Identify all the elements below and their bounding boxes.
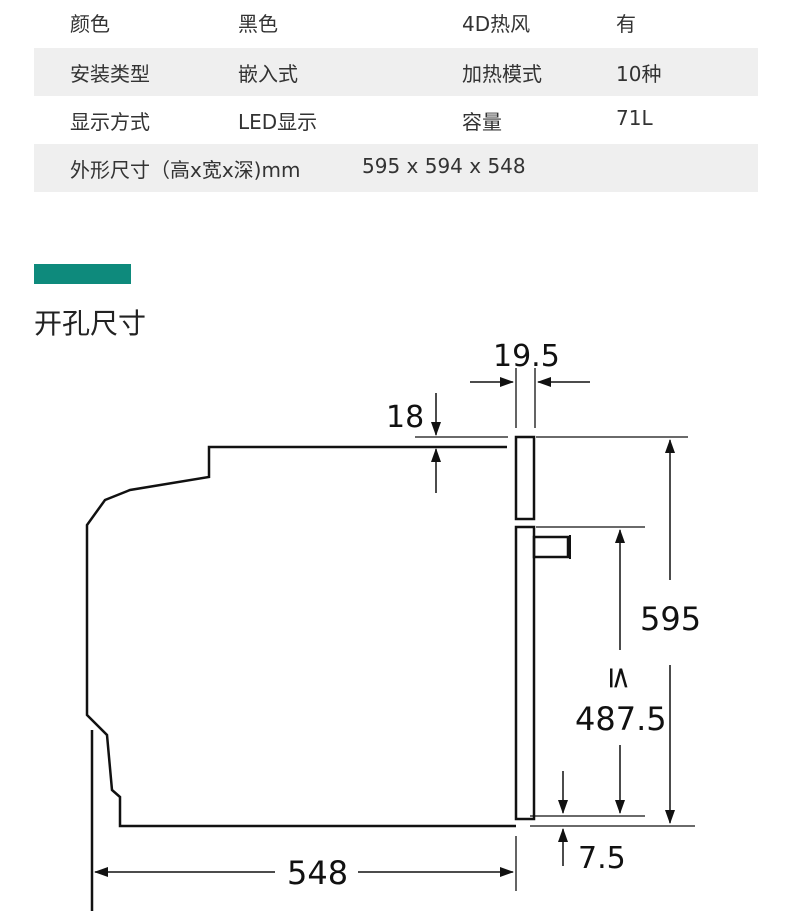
spec-value: 黑色	[238, 12, 278, 36]
spec-value: 有	[616, 12, 636, 36]
dim-label-7-5: 7.5	[578, 841, 626, 876]
spec-label: 容量	[462, 110, 502, 134]
spec-value: 10种	[616, 62, 662, 86]
section-accent-bar	[34, 264, 131, 284]
spec-label: 加热模式	[462, 62, 542, 86]
dim-label-18: 18	[386, 400, 424, 435]
spec-value: 嵌入式	[238, 62, 298, 86]
spec-label: 4D热风	[462, 12, 531, 36]
door-upper-panel	[514, 435, 536, 521]
spec-label: 颜色	[70, 12, 110, 36]
spec-value: LED显示	[238, 110, 318, 134]
spec-table: 颜色 黑色 4D热风 有 安装类型 嵌入式 加热模式 10种 显示方式 LED显…	[34, 0, 758, 192]
oven-body-outline	[85, 445, 516, 828]
dim-label-548: 548	[287, 854, 348, 892]
door-handle-icon	[532, 535, 570, 559]
spec-value: 71L	[616, 106, 653, 130]
door-lower-panel	[514, 525, 536, 821]
spec-row-install: 安装类型 嵌入式 加热模式 10种	[34, 48, 758, 96]
spec-row-display: 显示方式 LED显示 容量 71L	[34, 96, 758, 144]
spec-value: 595 x 594 x 548	[362, 154, 526, 178]
spec-row-dimensions: 外形尺寸（高x宽x深)mm 595 x 594 x 548	[34, 144, 758, 192]
spec-row-color: 颜色 黑色 4D热风 有	[34, 0, 758, 46]
dim-label-le: ≤	[602, 665, 637, 690]
spec-label: 外形尺寸（高x宽x深)mm	[70, 158, 301, 182]
dim-label-487-5: 487.5	[575, 700, 667, 738]
dim-label-19-5: 19.5	[493, 339, 560, 374]
spec-label: 显示方式	[70, 110, 150, 134]
section-title: 开孔尺寸	[34, 307, 147, 340]
spec-label: 安装类型	[70, 62, 150, 86]
dim-label-595: 595	[640, 600, 701, 638]
